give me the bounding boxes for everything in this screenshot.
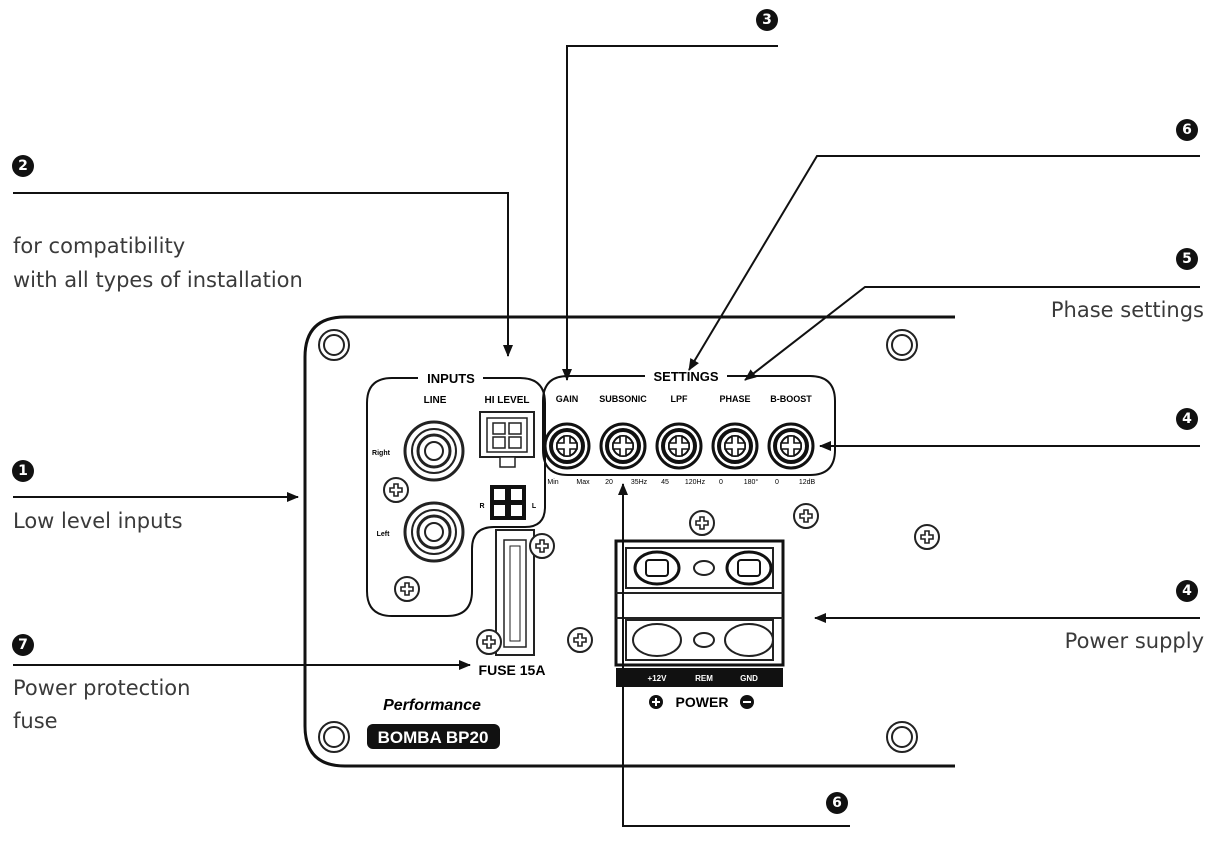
callout-line-2 — [13, 192, 513, 357]
screw — [567, 627, 593, 653]
knob-group: GAIN Min Max SUBSONIC 20 35Hz LPF 45 120Hz PHASE 0… — [543, 394, 816, 486]
knob-min-label: Min — [547, 479, 558, 486]
terminal-label: +12V — [648, 674, 668, 683]
callout-badge-6a: 6 — [1176, 119, 1198, 141]
screw — [793, 503, 819, 529]
callout-text-2-line2: with all types of installation — [13, 268, 303, 292]
knob-dial[interactable] — [543, 422, 591, 470]
amplifier-panel — [303, 315, 955, 768]
screw — [394, 576, 420, 602]
inputs-title: INPUTS — [427, 371, 475, 386]
mounting-hole — [886, 721, 918, 753]
knob-label: GAIN — [556, 394, 579, 404]
knob-min-label: 20 — [605, 479, 613, 486]
callout-badge-6b: 6 — [826, 792, 848, 814]
settings-section: SETTINGS GAIN Min Max SUBSONIC 20 35Hz LPF 45 12… — [542, 369, 836, 536]
r-label: R — [479, 503, 484, 510]
knob-dial[interactable] — [711, 422, 759, 470]
knob-min-label: 0 — [719, 479, 723, 486]
callout-badge-4a: 4 — [1176, 408, 1198, 430]
callout-line-5 — [744, 286, 1200, 381]
callout-badge-1: 1 — [12, 460, 34, 482]
fuse-label: FUSE 15A — [479, 662, 546, 678]
callout-text-7-line1: Power protection — [13, 676, 191, 700]
line-label: LINE — [424, 395, 447, 406]
model-label: BOMBA BP20 — [378, 728, 489, 747]
rl-connector[interactable] — [490, 485, 526, 520]
callout-badge-5: 5 — [1176, 248, 1198, 270]
terminal-label: REM — [695, 674, 713, 683]
terminal-label-bar — [616, 668, 783, 687]
callout-badge-2: 2 — [12, 155, 34, 177]
knob-label: SUBSONIC — [599, 394, 647, 404]
callout-badge-7: 7 — [12, 634, 34, 656]
callout-line-6b — [618, 483, 850, 827]
hi-level-label: HI LEVEL — [484, 395, 529, 406]
settings-title: SETTINGS — [653, 369, 718, 384]
right-label: Right — [372, 450, 391, 457]
screw — [383, 477, 409, 503]
knob-b-boost[interactable]: B-BOOST 0 12dB — [767, 394, 816, 486]
knob-max-label: Max — [576, 479, 590, 486]
knob-dial[interactable] — [599, 422, 647, 470]
knob-dial[interactable] — [767, 422, 815, 470]
callout-line-3 — [562, 45, 778, 381]
callout-text-5: Phase settings — [1050, 298, 1204, 322]
model-badge — [367, 724, 500, 749]
callout-text-4b: Power supply — [1064, 629, 1204, 653]
knob-min-label: 0 — [775, 479, 779, 486]
left-label: Left — [377, 531, 391, 538]
fuse-holder[interactable] — [476, 529, 555, 656]
power-label: POWER — [676, 694, 729, 710]
knob-dial[interactable] — [655, 422, 703, 470]
screw — [476, 629, 502, 655]
callout-text-7-line2: fuse — [13, 709, 58, 733]
rca-left-jack[interactable] — [403, 501, 465, 563]
mounting-hole — [318, 329, 350, 361]
inputs-section: INPUTS LINE HI LEVEL Right Left R L — [366, 371, 546, 617]
screw — [529, 533, 555, 559]
callout-lines — [13, 45, 1200, 827]
mounting-hole — [886, 329, 918, 361]
knob-label: B-BOOST — [770, 394, 812, 404]
callout-line-6a — [688, 155, 1200, 371]
l-label: L — [532, 503, 537, 510]
screw — [689, 510, 715, 536]
knob-subsonic[interactable]: SUBSONIC 20 35Hz — [599, 394, 648, 486]
brand-label: Performance — [383, 697, 481, 714]
callout-badge-3: 3 — [756, 9, 778, 31]
knob-max-label: 35Hz — [631, 479, 648, 486]
knob-min-label: 45 — [661, 479, 669, 486]
callout-text-2-line1: for compatibility — [13, 234, 186, 258]
knob-phase[interactable]: PHASE 0 180° — [711, 394, 759, 486]
mounting-hole — [318, 721, 350, 753]
knob-gain[interactable]: GAIN Min Max — [543, 394, 591, 486]
callout-badge-4b: 4 — [1176, 580, 1198, 602]
power-terminal-block[interactable] — [614, 539, 785, 667]
callout-text-1: Low level inputs — [13, 509, 183, 533]
knob-label: LPF — [671, 394, 689, 404]
screw — [914, 524, 940, 550]
knob-max-label: 120Hz — [685, 479, 706, 486]
terminal-labels: +12V REM GND — [648, 674, 759, 683]
power-label-row: POWER — [649, 694, 754, 710]
knob-max-label: 180° — [744, 478, 759, 486]
knob-max-label: 12dB — [799, 479, 816, 486]
knob-lpf[interactable]: LPF 45 120Hz — [655, 394, 706, 486]
terminal-label: GND — [740, 674, 758, 683]
rca-right-jack[interactable] — [403, 420, 465, 482]
knob-label: PHASE — [719, 394, 750, 404]
hi-level-connector[interactable] — [479, 411, 535, 468]
